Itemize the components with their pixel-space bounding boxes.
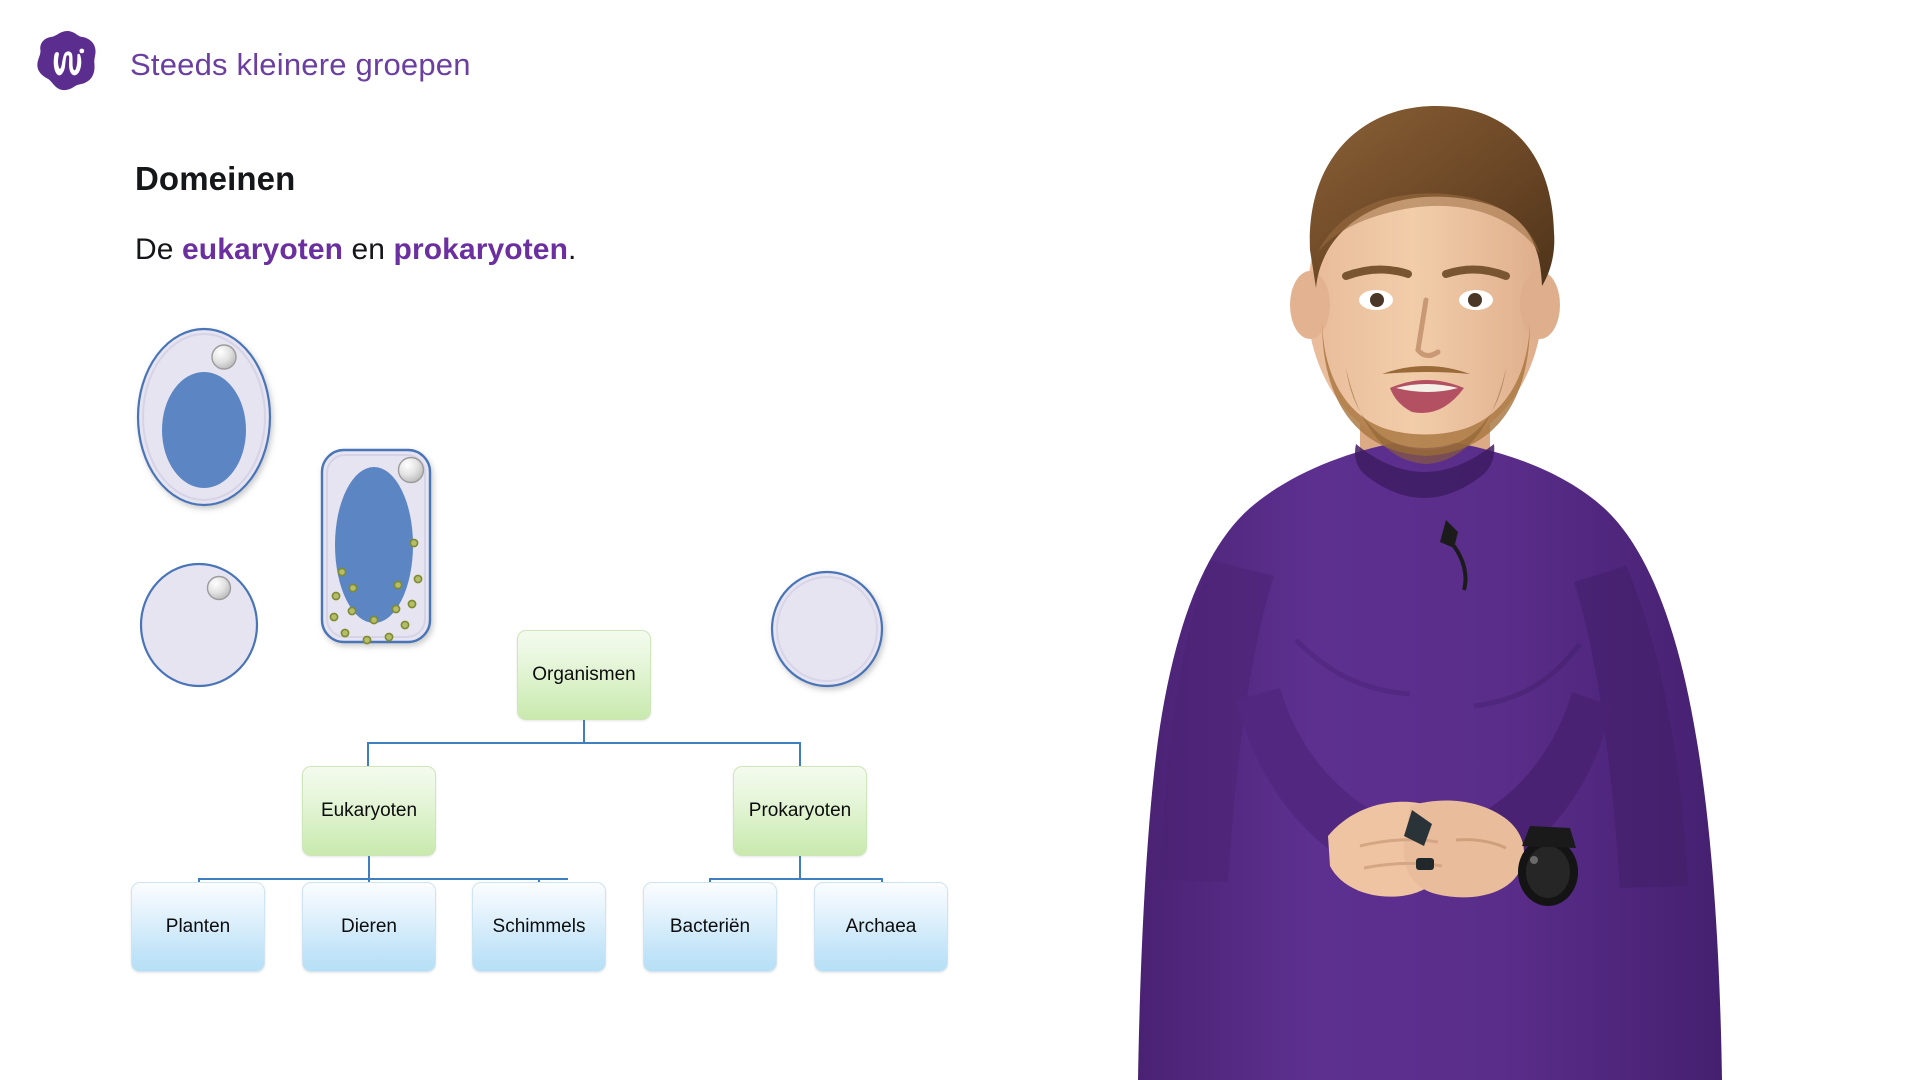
sentence-lead: De: [135, 233, 182, 266]
ribosome-dots: [329, 538, 423, 645]
cell-plant-rounded: [320, 448, 432, 645]
slide-sentence: De eukaryoten en prokaryoten.: [135, 233, 576, 267]
tree-node-label: Bacteriën: [669, 916, 751, 938]
tree-node-planten[interactable]: Planten: [131, 882, 265, 972]
connector-pro-bar: [709, 878, 883, 880]
tree-node-bacterien[interactable]: Bacteriën: [643, 882, 777, 972]
connector-euk-stem: [368, 856, 370, 878]
slide-heading: Domeinen: [135, 160, 296, 197]
taxonomy-tree: Organismen Eukaryoten Prokaryoten Plante…: [131, 630, 948, 972]
cell-large-eukaryotic: [136, 327, 272, 507]
tree-node-label: Eukaryoten: [320, 800, 418, 822]
slide-header: Steeds kleinere groepen: [30, 28, 471, 102]
cell-small-with-organelle: [139, 562, 259, 688]
connector-to-eukaryoten: [367, 742, 369, 766]
tree-node-label: Prokaryoten: [748, 800, 852, 822]
tree-node-label: Schimmels: [492, 916, 586, 938]
presenter-head: [1290, 105, 1560, 464]
tree-node-eukaryoten[interactable]: Eukaryoten: [302, 766, 436, 856]
tree-node-label: Planten: [165, 916, 231, 938]
tree-node-schimmels[interactable]: Schimmels: [472, 882, 606, 972]
tree-node-label: Dieren: [341, 916, 397, 938]
tree-node-label: Archaea: [845, 916, 917, 938]
connector-level2-bar: [367, 742, 801, 744]
presenter-video: [1060, 0, 1920, 1080]
page-title: Steeds kleinere groepen: [130, 47, 471, 82]
presentation-remote-icon: [1404, 810, 1432, 846]
connector-root-stem: [583, 720, 585, 742]
keyword-prokaryoten: prokaryoten: [393, 233, 569, 266]
presenter-sweater: [1138, 438, 1722, 1080]
sentence-middle: en: [343, 233, 394, 266]
keyword-eukaryoten: eukaryoten: [182, 233, 344, 266]
tree-node-archaea[interactable]: Archaea: [814, 882, 948, 972]
connector-euk-bar: [198, 878, 568, 880]
tree-node-organismen[interactable]: Organismen: [517, 630, 651, 720]
smartwatch-icon: [1518, 826, 1578, 906]
sentence-tail: .: [568, 233, 577, 266]
presenter-hands: [1236, 688, 1612, 906]
lapel-microphone-icon: [1440, 520, 1468, 591]
connector-pro-stem: [799, 856, 801, 878]
connector-to-prokaryoten: [799, 742, 801, 766]
tree-node-dieren[interactable]: Dieren: [302, 882, 436, 972]
tree-node-prokaryoten[interactable]: Prokaryoten: [733, 766, 867, 856]
cell-prokaryotic-plain: [770, 570, 884, 688]
tree-node-label: Organismen: [532, 664, 636, 686]
cell-illustrations: [136, 327, 884, 688]
wrts-logo-icon: [37, 30, 96, 91]
